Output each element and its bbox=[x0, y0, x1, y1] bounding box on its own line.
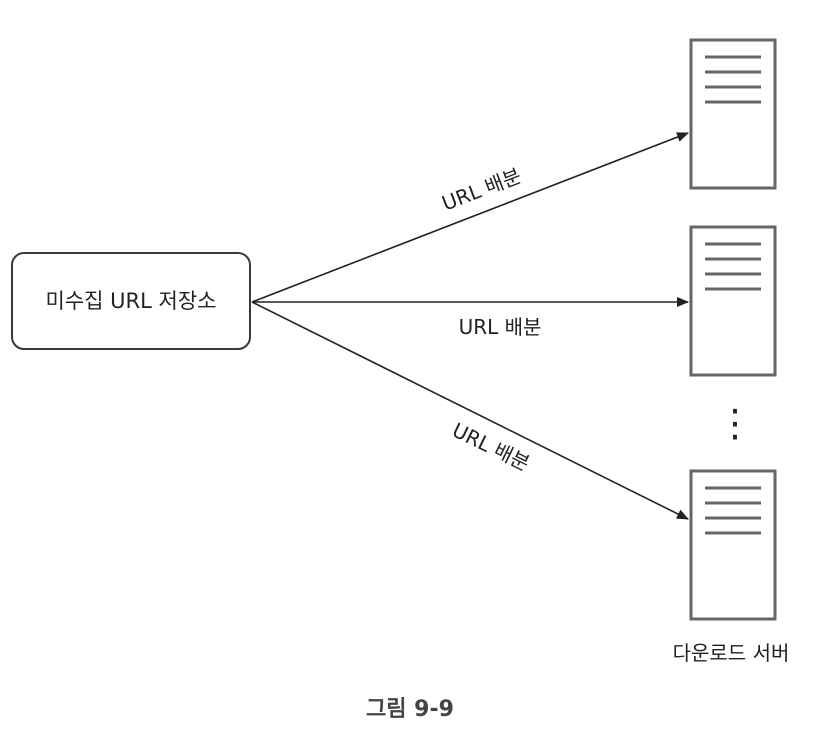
server-3-lines-icon bbox=[705, 486, 761, 535]
server-1-body bbox=[689, 38, 777, 190]
edge-label-2: URL 배분 bbox=[459, 315, 542, 339]
edge-label-3: URL 배분 bbox=[449, 418, 534, 476]
download-server-label: 다운로드 서버 bbox=[673, 641, 790, 665]
url-frontier-node: 미수집 URL 저장소 bbox=[11, 252, 251, 350]
server-1-lines-icon bbox=[705, 55, 761, 104]
download-server-2 bbox=[689, 225, 777, 377]
figure-caption: 그림 9-9 bbox=[366, 697, 454, 722]
edge-label-1: URL 배분 bbox=[439, 163, 525, 215]
server-2-body bbox=[689, 225, 777, 377]
download-server-3 bbox=[689, 469, 777, 621]
download-server-1 bbox=[689, 38, 777, 190]
arrow-to-server-3 bbox=[251, 301, 689, 520]
server-2-lines-icon bbox=[705, 242, 761, 291]
server-3-body bbox=[689, 469, 777, 621]
url-frontier-box bbox=[11, 252, 251, 350]
url-frontier-label: 미수집 URL 저장소 bbox=[46, 289, 217, 313]
arrow-to-server-1 bbox=[251, 132, 689, 303]
arrows bbox=[251, 132, 689, 520]
vertical-ellipsis: ⋮ bbox=[716, 401, 754, 445]
